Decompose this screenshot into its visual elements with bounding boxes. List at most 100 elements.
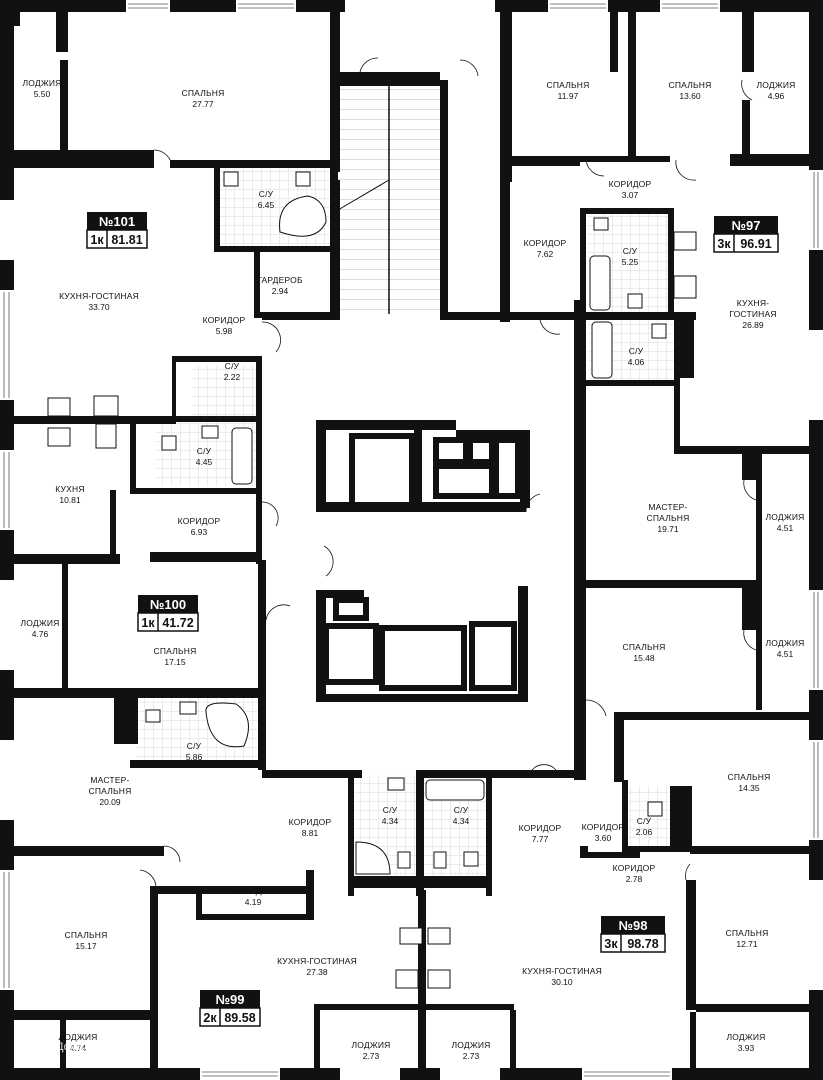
room-name: СПАЛЬНЯ (65, 930, 108, 940)
room-label: С/У5.86 (186, 741, 203, 762)
apartment-badge-101[interactable]: №101 1к 81.81 (86, 212, 148, 249)
room-name: МАСТЕР- (90, 775, 129, 785)
room-name: ЛОДЖИЯ (756, 80, 795, 90)
toilet-icon (161, 435, 177, 451)
sink-icon (201, 425, 219, 439)
room-name: КОРИДОР (613, 863, 656, 873)
room-name: СПАЛЬНЯ (728, 772, 771, 782)
apartment-rooms: 1к (90, 233, 104, 247)
room-area: 13.60 (679, 91, 701, 101)
apartment-number: №97 (732, 218, 761, 233)
sink-icon (593, 217, 609, 231)
room-area: 15.48 (633, 653, 655, 663)
room-area: 6.93 (191, 527, 208, 537)
room-name: ЛОДЖИЯ (765, 512, 804, 522)
sink-icon (387, 777, 405, 791)
room-label: С/У5.25 (622, 246, 639, 267)
sink-icon (223, 171, 239, 187)
room-area: 3.93 (738, 1043, 755, 1053)
room-area: 2.94 (272, 286, 289, 296)
room-area: 2.73 (463, 1051, 480, 1061)
room-area: 8.81 (302, 828, 319, 838)
apartment-badge-98[interactable]: №98 3к 98.78 (600, 916, 666, 953)
stove-icon (673, 275, 697, 299)
room-name: КОРИДОР (232, 886, 275, 896)
room-label: С/У2.22 (224, 361, 241, 382)
stove-icon (47, 397, 71, 417)
bathtub-icon (205, 702, 249, 748)
sink-icon (673, 231, 697, 251)
apartment-area: 96.91 (740, 237, 771, 251)
toilet-icon (295, 171, 311, 187)
room-name: СПАЛЬНЯ (669, 80, 712, 90)
room-name-line2: СПАЛЬНЯ (647, 513, 690, 523)
staircase (337, 86, 440, 314)
room-name: СПАЛЬНЯ (726, 928, 769, 938)
room-name: ЛОДЖИЯ (726, 1032, 765, 1042)
room-name-line2: ГОСТИНАЯ (729, 309, 776, 319)
apartment-badge-99[interactable]: №99 2к 89.58 (199, 990, 261, 1027)
sink-icon (427, 927, 451, 945)
room-name: КОРИДОР (524, 238, 567, 248)
bathtub-icon (279, 195, 327, 237)
room-name: ЛОДЖИЯ (22, 78, 61, 88)
room-area: 4.74 (70, 1043, 87, 1053)
room-name: ГАРДЕРОБ (257, 275, 303, 285)
toilet-icon (627, 293, 643, 309)
room-area: 12.71 (736, 939, 758, 949)
room-area: 4.06 (628, 357, 645, 367)
room-label: С/У4.06 (628, 346, 645, 367)
room-name: С/У (629, 346, 644, 356)
room-area: 4.34 (382, 816, 399, 826)
apartment-badge-97[interactable]: №97 3к 96.91 (713, 216, 779, 253)
bathtub-icon (231, 427, 253, 485)
house-logo-icon (36, 1038, 52, 1054)
room-name: КУХНЯ (55, 484, 84, 494)
toilet-icon (647, 801, 663, 817)
room-name: ЛОДЖИЯ (351, 1040, 390, 1050)
room-area: 7.77 (532, 834, 549, 844)
room-name: С/У (187, 741, 202, 751)
room-name: КУХНЯ- (737, 298, 769, 308)
room-area: 5.50 (34, 89, 51, 99)
room-name: С/У (454, 805, 469, 815)
toilet-icon (397, 851, 411, 869)
room-area: 5.98 (216, 326, 233, 336)
room-name: ЛОДЖИЯ (765, 638, 804, 648)
room-area: 14.35 (738, 783, 760, 793)
room-name: СПАЛЬНЯ (182, 88, 225, 98)
room-name: ЛОДЖИЯ (20, 618, 59, 628)
room-name: КОРИДОР (289, 817, 332, 827)
room-label: С/У2.06 (636, 816, 653, 837)
room-area: 27.38 (306, 967, 328, 977)
apartment-badge-100[interactable]: №100 1к 41.72 (137, 595, 199, 632)
room-name: КОРИДОР (519, 823, 562, 833)
apartment-area: 41.72 (162, 616, 193, 630)
room-name: КУХНЯ-ГОСТИНАЯ (59, 291, 139, 301)
room-area: 2.78 (626, 874, 643, 884)
apartment-rooms: 3к (717, 237, 731, 251)
toilet-icon (145, 709, 161, 723)
room-name: С/У (383, 805, 398, 815)
room-name: СПАЛЬНЯ (623, 642, 666, 652)
room-area: 2.22 (224, 372, 241, 382)
room-area: 33.70 (88, 302, 110, 312)
